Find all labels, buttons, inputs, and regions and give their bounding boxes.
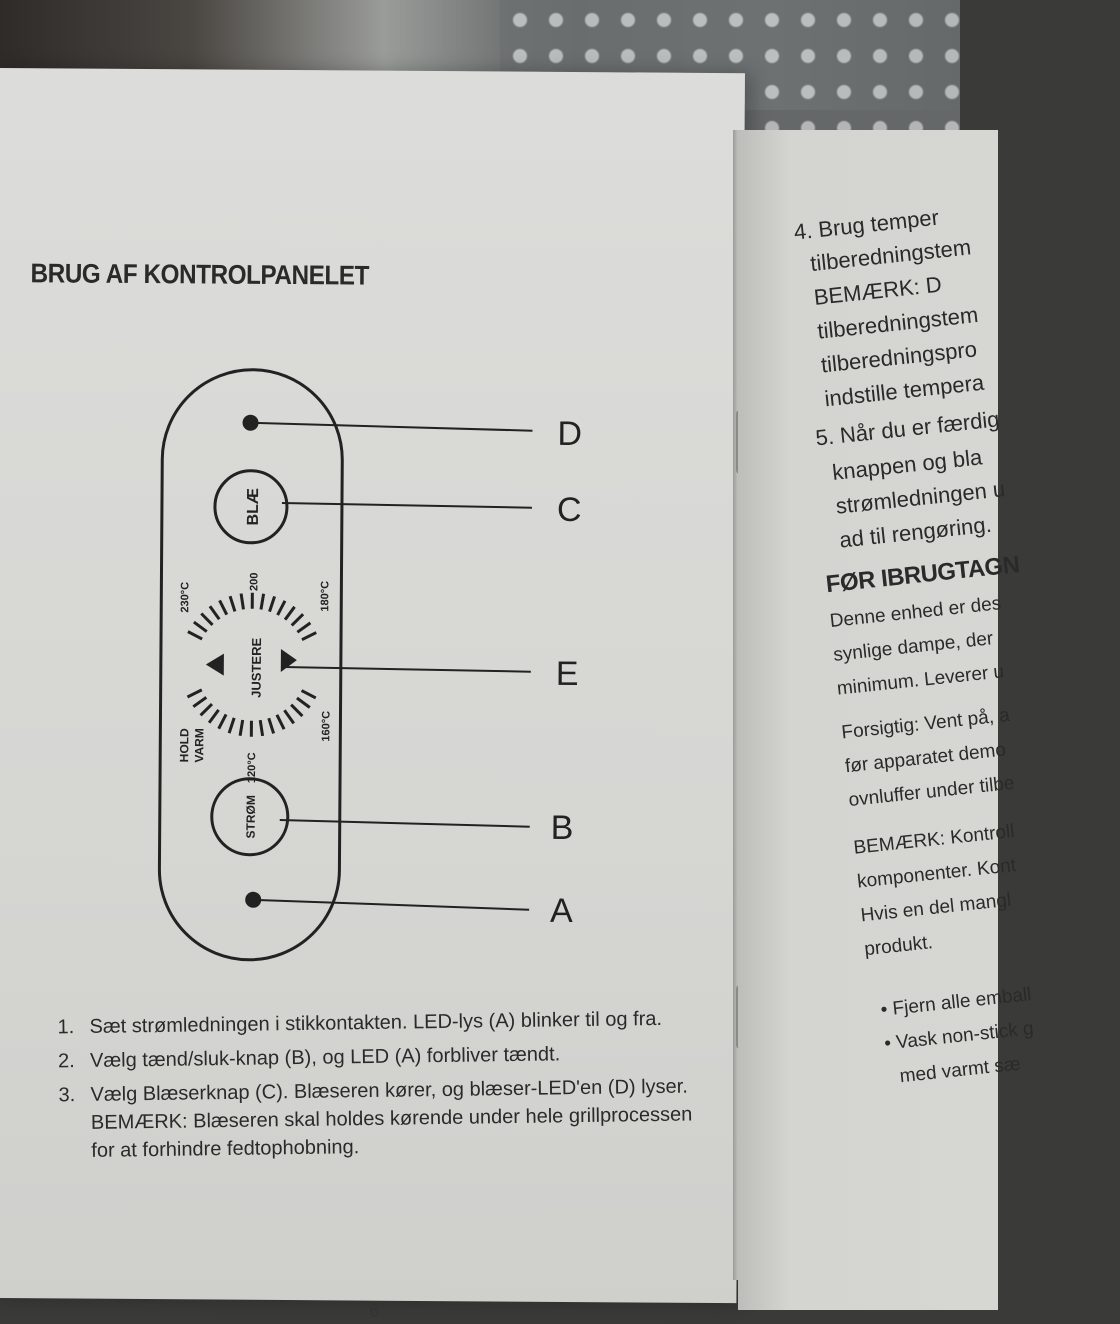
right-page-line: før apparatet demo [844,739,1007,778]
callout-line-d [250,423,532,431]
right-page-line: BEMÆRK: D [813,272,943,311]
dial-tick [269,718,274,733]
temp-label-200: 200 [248,573,260,591]
right-page-line: synlige dampe, der [832,628,994,667]
dial-tick [297,698,310,707]
right-page-line: FØR IBRUGTAGN [825,551,1021,599]
callout-label-e: E [556,655,579,693]
dial-tick [284,710,293,723]
callout-line-c [282,503,532,508]
dial-tick [209,710,218,723]
left-arrow-icon [206,653,224,675]
callout-label-a: A [550,892,573,930]
page-heading: BRUG AF KONTROLPANELET [30,258,369,291]
instruction-list: 1. Sæt strømledningen i stikkontakten. L… [53,1004,715,1171]
instruction-item: 2. Vælg tænd/sluk-knap (B), og LED (A) f… [54,1038,714,1075]
temp-label-180: 180°C [319,581,331,612]
callout-label-d: D [557,415,582,453]
right-page-line: ad til rengøring. [838,512,993,554]
right-page-line: Denne enhed er des [829,593,1003,633]
instruction-text: Sæt strømledningen i stikkontakten. LED-… [89,1008,662,1038]
hold-warm-label-warm: VARM [192,728,206,763]
dial-tick [277,715,284,729]
callout-line-e [284,667,531,672]
dial-tick [201,614,212,625]
dial-tick [261,594,264,610]
dial-tick [194,622,207,631]
callout-line-a [253,900,529,910]
hold-warm-label-hold: HOLD [177,728,191,762]
dial-tick [187,690,201,697]
control-panel-diagram: BLÆ JUSTERE 230°C 200 180°C 160°C 120°C … [134,359,608,972]
right-page-line: indstille tempera [823,370,985,413]
right-page-line: produkt. [863,932,934,961]
right-page-line: • Fjern alle emball [880,984,1033,1022]
dial-tick [240,720,243,736]
blow-button-label: BLÆ [245,488,262,525]
right-page-line: minimum. Leverer u [836,661,1005,700]
instruction-text: Vælg tænd/sluk-knap (B), og LED (A) forb… [90,1043,560,1072]
dial-tick [302,632,316,639]
temp-label-160: 160°C [320,711,332,742]
instruction-number: 2. [58,1047,75,1075]
right-page-line: med varmt sæ [899,1054,1022,1089]
right-page-line: Forsigtig: Vent på, a [840,705,1010,745]
dial-tick [230,596,235,611]
right-arrow-icon [281,649,297,672]
power-button-label: STRØM [244,795,258,838]
right-page-line: BEMÆRK: Kontroll [853,821,1016,860]
dial-tick [292,614,303,625]
dial-tick [260,720,263,736]
dial-tick [270,596,275,611]
dial-tick [278,601,285,615]
callout-line-b [280,820,530,827]
dial-tick [297,623,310,632]
dial-tick [188,632,202,639]
instruction-number: 3. [58,1081,75,1109]
right-page-line: • Vask non-stick g [883,1018,1034,1056]
dial-tick [193,697,206,706]
instruction-number: 1. [57,1013,74,1041]
right-page-line: komponenter. Kont [856,855,1017,894]
instruction-text: Vælg Blæserknap (C). Blæseren kører, og … [90,1076,692,1162]
dial-tick [201,704,212,715]
dial-tick [285,607,294,620]
dial-tick [220,600,227,614]
instruction-item: 3. Vælg Blæserknap (C). Blæseren kører, … [54,1072,715,1165]
dial-tick [291,705,302,716]
dial-tick [219,714,226,728]
page-number: 6 [369,1301,379,1322]
dial-tick [229,718,234,733]
right-page-line: Hvis en del mangl [860,890,1013,928]
dial-tick [210,606,219,619]
temp-label-230: 230°C [179,582,191,613]
dial-tick [241,594,244,610]
callout-label-b: B [551,809,574,847]
right-page-line: ovnluffer under tilbe [848,773,1016,812]
adjust-label: JUSTERE [249,637,264,697]
left-page: BRUG AF KONTROLPANELET BLÆ JUSTERE 230°C… [0,68,745,1303]
callout-label-c: C [557,491,582,529]
dial-tick [302,691,316,698]
instruction-item: 1. Sæt strømledningen i stikkontakten. L… [53,1004,713,1041]
